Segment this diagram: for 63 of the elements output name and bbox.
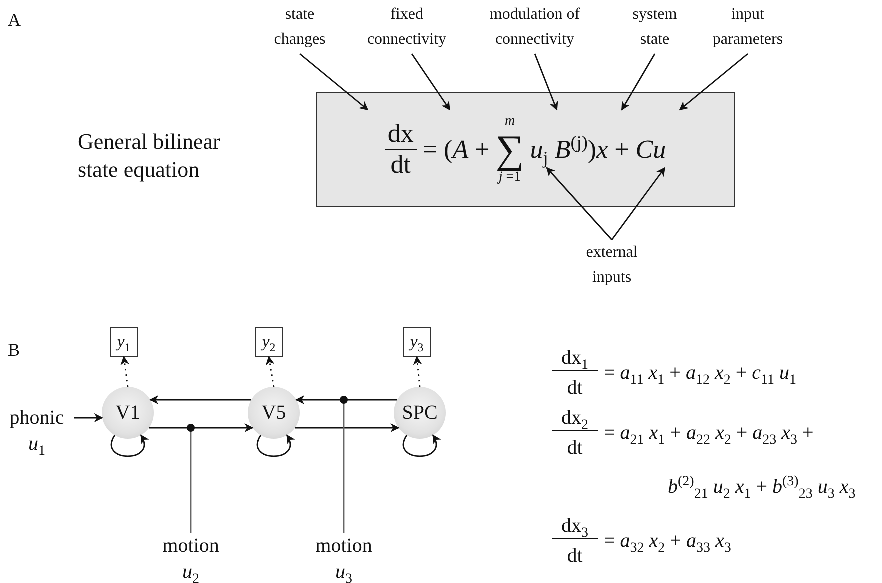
output-box [403,327,431,357]
panel-letter: B [8,339,20,362]
fraction-denominator: dt [390,150,412,180]
arrow [149,424,254,432]
annotation-text: modulation of connectivity [470,2,600,54]
leader-arrow [679,53,748,111]
arrow [295,424,400,432]
dotted-arrow [266,356,275,388]
leader-arrow [621,54,656,111]
input-label: u$_{2}$ [182,560,200,583]
leader-arrow [300,53,369,111]
input-label: motion [162,534,220,559]
fraction-numerator: dx$_{3}$ [552,514,598,539]
annotation-text: input parameters [703,2,793,54]
region-label: V5 [262,402,286,424]
region-node [394,387,446,439]
panel-letter: A [8,9,21,32]
annotation-text: state changes [264,2,336,54]
output-label: y$_{2}$ [262,332,276,352]
input-label: u$_{3}$ [336,560,352,583]
modulation-line [187,424,195,533]
equation-text: = (A + [422,134,490,164]
summation-sign: ∑ [496,130,524,170]
leader-arrow [534,54,558,111]
region-label: SPC [402,402,438,424]
arrow [74,414,104,422]
arrow [296,396,398,404]
region-node [102,387,154,439]
equation-text: = a$_{32}$ x$_{2}$ + a$_{33}$ x$_{3}$ [604,529,732,554]
equation-caption: General bilinear state equation [78,128,222,184]
equation-panel [316,92,735,207]
region-node [248,387,300,439]
output-box [110,327,138,357]
sum-upper-limit: m [504,114,516,130]
equation-text: = a$_{11}$ x$_{1}$ + a$_{12}$ x$_{2}$ + c$_{11}$ u$_{1}$ [604,361,796,386]
leader-arrow [611,167,666,240]
self-loop-arrow [111,434,149,458]
fraction-numerator: dx$_{1}$ [552,346,598,371]
modulation-line [340,396,348,533]
output-label: y$_{3}$ [410,332,424,352]
input-label: phonic [10,406,64,431]
equation-text: = a$_{21}$ x$_{1}$ + a$_{22}$ x$_{2}$ + a$_{23}$ x$_{3}$ + [604,421,814,446]
self-loop-arrow [257,434,295,458]
fraction-numerator: dx$_{2}$ [552,406,598,431]
region-label: V1 [116,402,140,424]
fraction-denominator: dt [566,544,584,568]
arrow [150,396,252,404]
input-label: u$_{1}$ [28,432,46,457]
annotation-text: fixed connectivity [357,2,457,54]
dotted-arrow [413,356,422,388]
annotation-text: system state [623,2,687,54]
annotation-text: external inputs [574,240,650,292]
self-loop-arrow [403,434,441,458]
leader-arrow [411,54,451,111]
dotted-arrow [120,356,130,388]
output-label: y$_{1}$ [117,332,131,352]
fraction-denominator: dt [566,376,584,400]
output-box [255,327,283,357]
equation-text: b$^{(2)}$$_{21}$ u$_{2}$ x$_{1}$ + b$^{(3)}$$_{23}$ u$_{3}$ x$_{3}$ [668,474,856,500]
fraction-denominator: dt [566,436,584,460]
input-label: motion [316,534,372,559]
leader-arrow [546,167,613,240]
fraction-numerator: dx [384,119,417,150]
